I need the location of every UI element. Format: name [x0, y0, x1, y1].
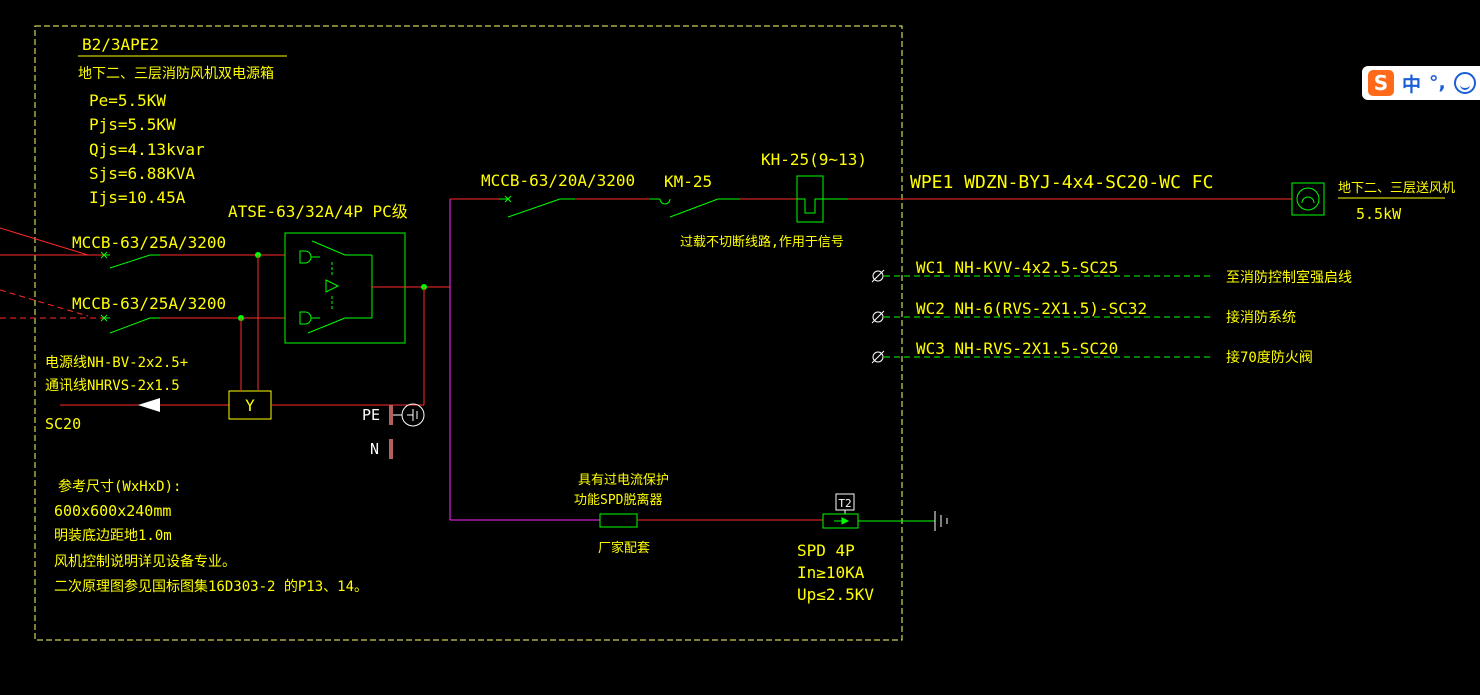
pe-bar [389, 405, 393, 425]
control-line-2 [871, 310, 1210, 324]
fan-blade [1301, 196, 1315, 204]
control-line-3-cable: WC3 NH-RVS-2X1.5-SC20 [916, 339, 1118, 358]
incoming-breaker-1-symbol [100, 251, 160, 269]
outgoing-breaker-symbol [499, 195, 575, 218]
control-line-3 [871, 350, 1210, 364]
fan-icon [1296, 187, 1320, 211]
pe-label: PE [362, 406, 380, 424]
ime-punctuation-toggle[interactable]: °, [1429, 72, 1446, 94]
load-pjs: Pjs=5.5KW [89, 115, 176, 134]
comm-cable-arrow-icon [138, 398, 160, 412]
control-line-1-dest: 至消防控制室强启线 [1226, 269, 1352, 286]
incoming-feed-2-lead [0, 289, 89, 317]
outgoing-breaker-label: MCCB-63/20A/3200 [481, 171, 635, 190]
sogou-logo-icon[interactable]: S [1368, 70, 1394, 96]
incoming-feed-1-lead [0, 227, 89, 256]
spd-protector-note-1: 具有过电流保护 [578, 473, 669, 488]
panel-description: 地下二、三层消防风机双电源箱 [78, 66, 274, 82]
fan-power: 5.5kW [1356, 205, 1402, 223]
control-line-2-cable: WC2 NH-6(RVS-2X1.5)-SC32 [916, 299, 1147, 318]
contactor-label: KM-25 [664, 172, 712, 191]
earth-ground-icon [934, 511, 948, 531]
spd-supplier: 厂家配套 [598, 540, 650, 556]
spd-disconnector [599, 513, 638, 528]
relay-label: Y [245, 396, 255, 415]
spd-protector-note-2: 功能SPD脱离器 [574, 492, 662, 508]
incoming-breaker-2-symbol [100, 314, 160, 334]
incoming-breaker-1-label: MCCB-63/25A/3200 [72, 233, 226, 252]
fan-name: 地下二、三层送风机 [1338, 181, 1455, 196]
ats-label: ATSE-63/32A/4P PC级 [228, 202, 408, 221]
cable-power-label: 电源线NH-BV-2x2.5+ [45, 355, 188, 371]
note-dimensions-title: 参考尺寸(WxHxD): [58, 478, 181, 495]
cable-comm-label: 通讯线NHRVS-2x1.5 [45, 378, 180, 394]
note-dimensions: 600x600x240mm [54, 502, 171, 520]
incoming-breaker-2-label: MCCB-63/25A/3200 [72, 294, 226, 313]
control-line-3-dest: 接70度防火阀 [1226, 349, 1313, 366]
thermal-relay-symbol [796, 175, 848, 223]
spd-class: T2 [838, 497, 851, 510]
control-line-1 [871, 269, 1210, 283]
load-sjs: Sjs=6.88KVA [89, 164, 195, 183]
contactor-symbol [650, 198, 740, 218]
spd-arrow-icon [834, 517, 850, 525]
load-pe: Pe=5.5KW [89, 91, 166, 110]
panel-frame [34, 25, 903, 641]
pe-ground-icon [401, 403, 425, 427]
n-bar [389, 439, 393, 459]
ime-language-toggle[interactable]: 中 [1402, 73, 1422, 96]
pe-ground-glyph [407, 409, 418, 421]
note-mounting: 明装底边距地1.0m [54, 528, 172, 544]
overload-note: 过载不切断线路,作用于信号 [680, 234, 844, 250]
control-line-2-dest: 接消防系统 [1226, 309, 1296, 326]
note-secondary-diagram: 二次原理图参见国标图集16D303-2 的P13、14。 [54, 578, 368, 595]
fan-box [1291, 182, 1325, 216]
n-label: N [370, 440, 379, 458]
control-line-1-cable: WC1 NH-KVV-4x2.5-SC25 [916, 258, 1118, 277]
load-ijs: Ijs=10.45A [89, 188, 186, 207]
spd-up: Up≤2.5KV [797, 585, 874, 604]
load-qjs: Qjs=4.13kvar [89, 140, 205, 159]
feeder-label: WPE1 WDZN-BYJ-4x4-SC20-WC FC [910, 172, 1213, 193]
ime-toolbar[interactable]: S 中 °, [1362, 66, 1480, 100]
spd-model: SPD 4P [797, 541, 855, 560]
emoji-icon[interactable] [1453, 72, 1476, 94]
ats-symbol [284, 232, 406, 344]
thermal-relay-label: KH-25(9~13) [761, 150, 867, 169]
spd-in: In≥10KA [797, 563, 865, 582]
note-fan-control: 风机控制说明详见设备专业。 [54, 553, 236, 570]
panel-id: B2/3APE2 [82, 35, 159, 54]
conduit-label: SC20 [45, 415, 81, 433]
